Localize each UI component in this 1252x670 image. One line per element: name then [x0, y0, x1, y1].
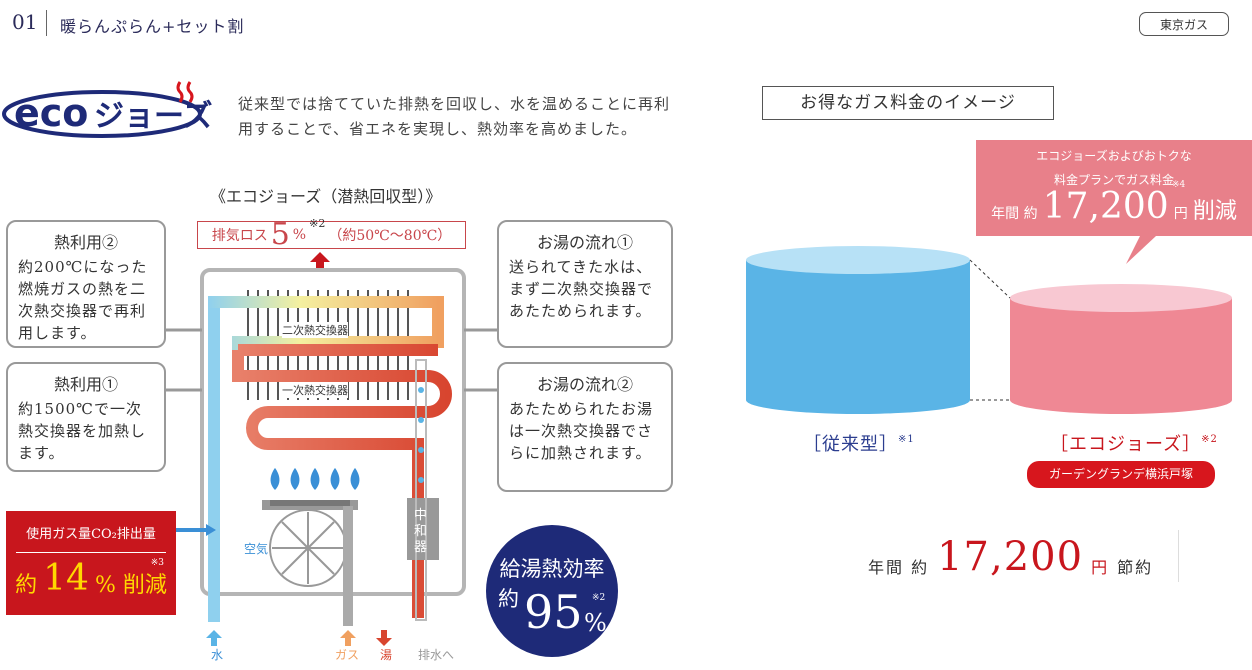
ecojozu-logo: eco ジョーズ	[2, 81, 212, 138]
callout-prefix: 年間 約	[991, 206, 1038, 222]
gas-pipe	[343, 506, 353, 626]
water-flow-1-body: 送られてきた水は、まず二次熱交換器であたためられます。	[509, 258, 654, 320]
exhaust-label: 排気ロス	[211, 228, 268, 244]
gas-arrow	[340, 630, 356, 646]
hot-label: 湯	[380, 648, 393, 662]
page-number: 01	[12, 10, 38, 34]
callout-unit: 円	[1173, 206, 1188, 222]
water-flow-1-box: お湯の流れ① 送られてきた水は、まず二次熱交換器であたためられます。	[497, 220, 673, 348]
co2-prefix: 約	[15, 573, 38, 598]
legend-eco: ［エコジョーズ］※2	[1050, 430, 1218, 456]
annual-saving: 年間 約 17,200 円 節約	[868, 536, 1153, 578]
housing	[200, 268, 466, 596]
cost-cylinders	[746, 236, 1232, 414]
water-flow-2-body: あたためられたお湯は一次熱交換器でさらに加熱されます。	[509, 400, 654, 462]
saving-unit: 円	[1091, 558, 1110, 577]
water-flow-2-box: お湯の流れ② あたためられたお湯は一次熱交換器でさらに加熱されます。	[497, 362, 673, 492]
legend-conventional: ［従来型］※1	[803, 430, 915, 456]
eco-cylinder	[1010, 298, 1232, 400]
cost-image-title: お得なガス料金のイメージ	[762, 86, 1054, 120]
saving-prefix: 年間 約	[868, 558, 930, 577]
exhaust-value: 5	[270, 217, 290, 252]
hx2-label: 二次熱交換器	[282, 322, 348, 338]
gas-label: ガス	[335, 648, 360, 662]
legend-conventional-label: ［従来型］	[803, 434, 898, 455]
co2-label: 使用ガス量CO₂排出量	[26, 527, 156, 542]
callout-note: ※4	[1172, 180, 1186, 190]
water-arrow	[206, 630, 222, 646]
legend-eco-label: ［エコジョーズ］	[1050, 434, 1202, 455]
svg-text:eco: eco	[14, 91, 88, 135]
burner-flames	[270, 468, 360, 490]
heater-diagram	[160, 252, 500, 646]
brand-badge[interactable]: 東京ガス	[1139, 12, 1229, 36]
co2-note: ※3	[150, 558, 164, 568]
neutralizer-label: 中和器	[414, 508, 428, 555]
callout-line1: エコジョーズおよびおトクな	[1036, 149, 1192, 163]
divider-line	[1178, 530, 1179, 582]
co2-suffix: % 削減	[94, 573, 167, 598]
conventional-cylinder	[746, 260, 970, 400]
drain-pipe	[415, 359, 427, 621]
efficiency-unit: %	[584, 609, 607, 637]
water-label: 水	[211, 648, 224, 662]
property-pill[interactable]: ガーデングランデ横浜戸塚	[1027, 461, 1215, 488]
heat-use-2-title: 熱利用②	[53, 233, 118, 252]
callout-line2: 料金プランでガス料金	[1053, 173, 1174, 187]
water-flow-1-title: お湯の流れ①	[536, 233, 633, 252]
saving-value: 17,200	[937, 534, 1084, 580]
description-text: 従来型では捨てていた排熱を回収し、水を温めることに再利用することで、省エネを実現…	[238, 95, 671, 138]
page-title: 暖らんぷらん+セット割	[60, 17, 245, 36]
water-flow-2-title: お湯の流れ②	[536, 375, 633, 394]
diagram-title: 《エコジョーズ（潜熱回収型）》	[210, 187, 442, 206]
water-pipe	[208, 302, 220, 622]
exhaust-arrow	[310, 252, 330, 270]
efficiency-value: 95	[524, 585, 583, 639]
efficiency-note: ※2	[592, 593, 606, 603]
legend-eco-note: ※2	[1201, 434, 1218, 445]
heat-use-1-box: 熱利用① 約1500℃で一次熱交換器を加熱します。	[6, 362, 166, 472]
heat-use-1-body: 約1500℃で一次熱交換器を加熱します。	[18, 400, 147, 462]
air-label: 空気	[244, 542, 269, 556]
neutralizer-box	[407, 498, 439, 560]
exhaust-unit: %	[292, 227, 307, 243]
efficiency-badge: 給湯熱効率 約 95 % ※2	[486, 525, 618, 657]
efficiency-label: 給湯熱効率	[499, 557, 605, 581]
drain-label: 排水へ	[418, 648, 455, 662]
co2-value: 14	[43, 558, 89, 599]
heat-use-2-box: 熱利用② 約200℃になった燃焼ガスの熱を二次熱交換器で再利用します。	[6, 220, 166, 348]
co2-reduction-box: 使用ガス量CO₂排出量 約 14 % 削減 ※3	[6, 511, 176, 615]
exhaust-loss-box: 排気ロス 5 % ※2 （約50℃～80℃）	[197, 217, 466, 252]
exhaust-note: ※2	[309, 216, 326, 230]
callout-suffix: 削減	[1192, 199, 1237, 224]
savings-callout: エコジョーズおよびおトクな 料金プランでガス料金 年間 約 17,200 円 削…	[976, 140, 1252, 236]
header-divider	[46, 10, 47, 36]
primary-coil	[232, 344, 452, 618]
saving-suffix: 節約	[1117, 558, 1154, 577]
heat-use-1-title: 熱利用①	[53, 375, 118, 394]
hot-arrow	[376, 630, 392, 646]
efficiency-prefix: 約	[498, 587, 519, 611]
svg-text:ジョーズ: ジョーズ	[94, 99, 212, 134]
hx1-label: 一次熱交換器	[282, 382, 348, 398]
heat-use-2-body: 約200℃になった燃焼ガスの熱を二次熱交換器で再利用します。	[18, 258, 148, 342]
callout-value: 17,200	[1042, 186, 1169, 227]
exhaust-range: （約50℃～80℃）	[328, 228, 452, 244]
legend-conventional-note: ※1	[898, 434, 915, 445]
